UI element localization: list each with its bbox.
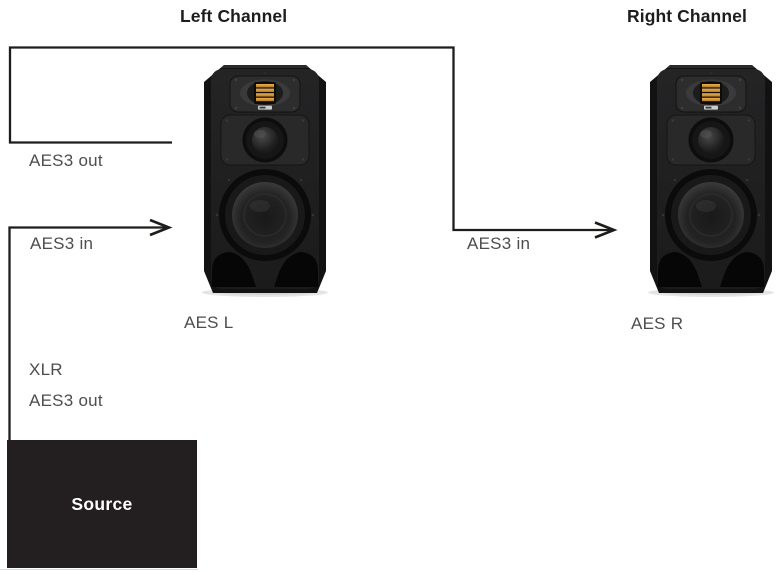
label-right-speaker-aes3-in: AES3 in: [467, 234, 531, 253]
label-left-speaker-aes3-in: AES3 in: [30, 234, 94, 253]
label-source-aes3-out: AES3 out: [29, 391, 103, 410]
cable-left-out-to-right-in: [8, 46, 618, 239]
label-source-xlr: XLR: [29, 360, 63, 379]
cable-source-to-left-in: [8, 218, 173, 440]
source-box-shadow-line: [0, 569, 198, 570]
left-channel-title: Left Channel: [180, 6, 288, 26]
source-label: Source: [71, 493, 133, 514]
right-channel-title: Right Channel: [627, 6, 747, 26]
left-speaker-caption: AES L: [184, 313, 234, 332]
right-speaker-image: [647, 64, 775, 297]
right-speaker-caption: AES R: [631, 314, 684, 333]
source-box: Source: [7, 440, 197, 568]
left-speaker-image: [201, 64, 329, 297]
label-left-speaker-aes3-out: AES3 out: [29, 151, 103, 170]
